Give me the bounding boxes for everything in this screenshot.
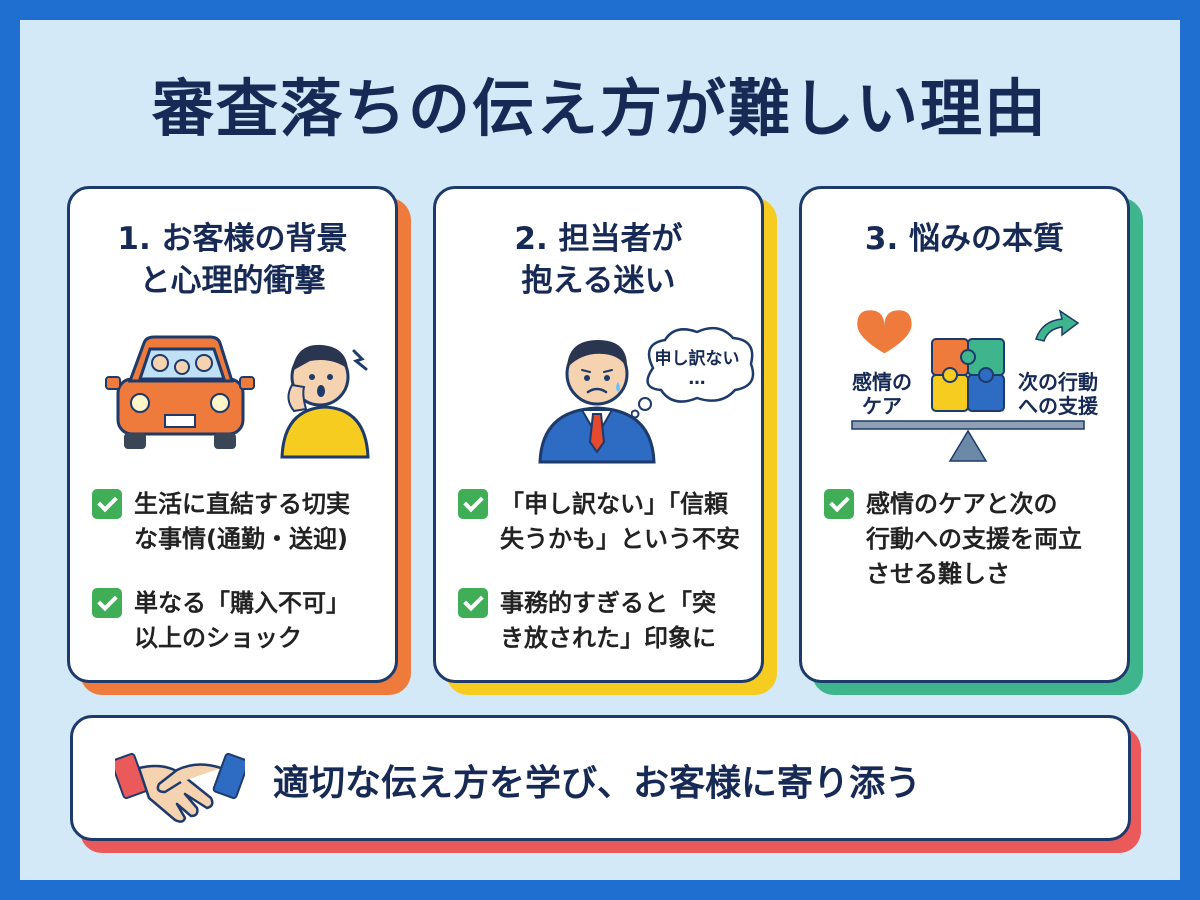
puzzle-icon	[931, 338, 1005, 412]
reason-card-1: 1. お客様の背景 と心理的衝撃 生活に直結する切実 な事情(通勤・送迎)	[67, 186, 398, 683]
bubble-text-line-1: 申し訳ない	[655, 348, 740, 369]
footer-banner: 適切な伝え方を学び、お客様に寄り添う	[70, 715, 1131, 841]
card-1-bullet-1: 生活に直結する切実 な事情(通勤・送迎)	[92, 487, 381, 557]
reason-card-3: 3. 悩みの本質 感情の ケア 次の行動 への支援 感情のケアと次の 行動への支…	[799, 186, 1130, 683]
family-car-icon	[105, 335, 255, 449]
balance-illustration: 感情の ケア 次の行動 への支援	[851, 309, 1098, 462]
left-label-line-1: 感情の	[852, 370, 912, 394]
check-icon	[458, 489, 488, 519]
check-icon	[92, 489, 122, 519]
card-2-title: 2. 担当者が 抱える迷い	[514, 221, 683, 299]
card-2-bullet-1: 「申し訳ない」「信頼 失うかも」という不安	[458, 487, 747, 557]
card-1-bullet-2: 単なる「購入不可」 以上のショック	[92, 586, 381, 656]
balance-fulcrum	[948, 429, 988, 462]
card-1-title: 1. お客様の背景 と心理的衝撃	[117, 221, 348, 299]
right-label-line-1: 次の行動	[1018, 370, 1098, 394]
balance-beam	[851, 420, 1085, 430]
handshake-icon	[115, 752, 245, 823]
bubble-text-line-2: …	[689, 369, 706, 389]
thought-bubble-icon: 申し訳ない …	[631, 326, 755, 419]
card-2-bullet-2: 事務的すぎると「突 き放された」印象に	[458, 586, 747, 656]
reason-card-2: 2. 担当者が 抱える迷い 申し訳ない … 「申し訳ない」「信頼 失うかも」とい…	[433, 186, 764, 683]
check-icon	[824, 489, 854, 519]
right-label-line-2: への支援	[1018, 394, 1098, 418]
page-title: 審査落ちの伝え方が難しい理由	[151, 72, 1048, 145]
check-icon	[92, 588, 122, 618]
footer-message: 適切な伝え方を学び、お客様に寄り添う	[273, 763, 922, 804]
heart-icon	[857, 310, 912, 354]
left-label-line-2: ケア	[862, 394, 902, 418]
card-3-bullet-1: 感情のケアと次の 行動への支援を両立 させる難しさ	[824, 487, 1113, 591]
worried-businessman-icon	[538, 340, 656, 464]
surprised-person-icon	[280, 344, 370, 459]
card-3-title: 3. 悩みの本質	[864, 221, 1065, 257]
arrow-icon	[1035, 309, 1080, 342]
check-icon	[458, 588, 488, 618]
